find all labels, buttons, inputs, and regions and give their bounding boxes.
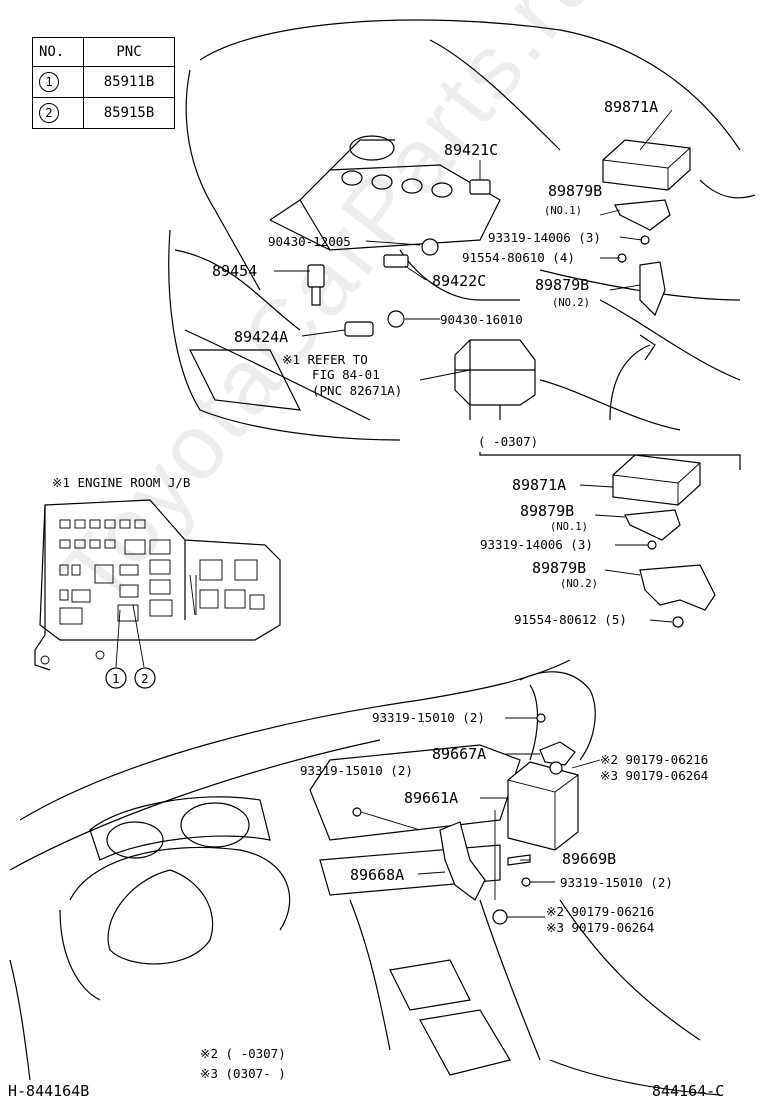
label-circle-2: 2 bbox=[141, 671, 149, 686]
label-no2: (NO.2) bbox=[560, 578, 598, 590]
table-header-no: NO. bbox=[32, 37, 84, 67]
label-date-range: ( -0307) bbox=[478, 434, 538, 449]
label-90430-12005: 90430-12005 bbox=[268, 234, 351, 249]
label-code-left: H-844164B bbox=[8, 1082, 89, 1100]
label-93319-15010: 93319-15010 (2) bbox=[372, 710, 485, 725]
callout-circle-1 bbox=[105, 667, 127, 689]
label-89879B: 89879B bbox=[532, 559, 586, 577]
label-91554-80612: 91554-80612 (5) bbox=[514, 612, 627, 627]
table-header-pnc: PNC bbox=[83, 37, 175, 67]
label-fig: FIG 84-01 bbox=[312, 367, 380, 382]
dashboard-drawing bbox=[9, 659, 721, 1096]
label-89879B: 89879B bbox=[520, 502, 574, 520]
label-refer-to: ※1 REFER TO bbox=[282, 352, 368, 367]
label-89422C: 89422C bbox=[432, 272, 486, 290]
label-foot-note2: ※2 ( -0307) bbox=[200, 1046, 286, 1061]
table-cell-pnc: 85911B bbox=[83, 66, 175, 98]
engine-room-jb-drawing bbox=[34, 499, 281, 689]
label-engine-room-jb: ※1 ENGINE ROOM J/B bbox=[52, 475, 190, 490]
pnc-table: NO. PNC 1 85911B 2 85915B bbox=[32, 37, 175, 129]
table-cell-pnc: 85915B bbox=[83, 97, 175, 129]
label-89421C: 89421C bbox=[444, 141, 498, 159]
label-code-right: 844164-C bbox=[652, 1082, 724, 1100]
label-89879B: 89879B bbox=[548, 182, 602, 200]
label-89871A: 89871A bbox=[512, 476, 566, 494]
label-89661A: 89661A bbox=[404, 789, 458, 807]
label-circle-1: 1 bbox=[112, 671, 120, 686]
label-93319-15010: 93319-15010 (2) bbox=[560, 875, 673, 890]
engine-bay-drawing bbox=[168, 19, 756, 441]
label-89668A: 89668A bbox=[350, 866, 404, 884]
label-93319-14006: 93319-14006 (3) bbox=[480, 537, 593, 552]
label-note2: ※2 90179-06216 bbox=[600, 752, 708, 767]
label-91554-80610: 91554-80610 (4) bbox=[462, 250, 575, 265]
label-89424A: 89424A bbox=[234, 328, 288, 346]
label-no1: (NO.1) bbox=[544, 205, 582, 217]
label-note2: ※2 90179-06216 bbox=[546, 904, 654, 919]
circled-number: 1 bbox=[39, 72, 59, 92]
label-89667A: 89667A bbox=[432, 745, 486, 763]
variant-bracket bbox=[479, 452, 741, 470]
label-89669B: 89669B bbox=[562, 850, 616, 868]
variant-parts-drawing bbox=[579, 454, 716, 628]
callout-circle-2 bbox=[134, 667, 156, 689]
label-no2: (NO.2) bbox=[552, 297, 590, 309]
label-note3: ※3 90179-06264 bbox=[546, 920, 654, 935]
label-foot-note3: ※3 (0307- ) bbox=[200, 1066, 286, 1081]
label-pnc-ref: (PNC 82671A) bbox=[312, 383, 402, 398]
label-89879B: 89879B bbox=[535, 276, 589, 294]
label-90430-16010: 90430-16010 bbox=[440, 312, 523, 327]
label-89871A: 89871A bbox=[604, 98, 658, 116]
label-93319-15010: 93319-15010 (2) bbox=[300, 763, 413, 778]
label-89454: 89454 bbox=[212, 262, 257, 280]
table-row: 1 85911B bbox=[32, 66, 175, 98]
part-labels: 89871A 89421C 89879B (NO.1) 93319-14006 … bbox=[8, 98, 724, 1100]
circled-number: 2 bbox=[39, 103, 59, 123]
label-note3: ※3 90179-06264 bbox=[600, 768, 708, 783]
table-header-row: NO. PNC bbox=[32, 37, 175, 67]
table-row: 2 85915B bbox=[32, 97, 175, 129]
label-no1: (NO.1) bbox=[550, 521, 588, 533]
label-93319-14006: 93319-14006 (3) bbox=[488, 230, 601, 245]
